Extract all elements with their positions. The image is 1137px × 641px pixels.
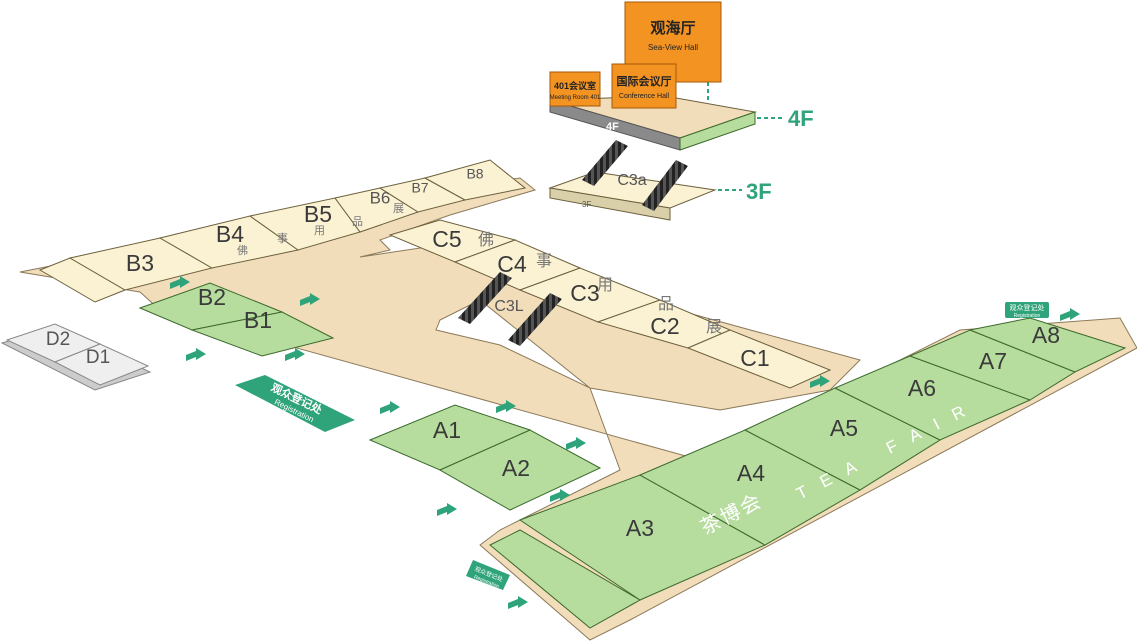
floor-3f-label: 3F [746,179,772,204]
hall-d1: D1 [86,347,110,368]
hall-c3: C3 [570,280,599,306]
hall-c2: C2 [650,313,679,339]
hall-a7: A7 [979,348,1007,374]
d-halls [0,323,152,391]
c-zone-char-2: 事 [536,252,552,270]
hall-c3a: C3a [617,172,646,189]
c-zone-char-4: 品 [658,296,674,313]
meeting-room-cn: 401会议室 [554,80,596,91]
a-hall-labels: A1 A2 A3 A4 A5 A6 A7 A8 [433,322,1060,541]
hall-b1: B1 [244,307,272,333]
floor-labels: 4F 3F 4F 3F [582,106,814,209]
a-halls [368,317,1127,629]
d-hall-labels: D1 D2 [46,329,110,368]
hall-b4: B4 [216,221,244,247]
hall-a5: A5 [830,415,858,441]
b-zone-char-3: 用 [314,225,325,237]
registration-banner-left[interactable] [235,375,355,432]
conference-hall-en: Conference Hall [619,93,670,100]
escalators [458,140,688,346]
registration-tag-right[interactable] [1005,302,1049,318]
sign-texts: 观海厅 Sea-View Hall 国际会议厅 Conference Hall … [550,19,699,101]
hall-b6: B6 [370,188,391,207]
entrance-arrows [170,276,1080,609]
b-hall-labels: B1 B2 B3 B4 B5 B6 B7 B8 [126,166,484,333]
c-zone-char-1: 佛 [478,231,494,249]
registration-right-cn: 观众登记处 [1010,303,1045,312]
hall-b5: B5 [304,201,332,227]
hall-a8: A8 [1032,322,1060,348]
hall-a2: A2 [502,455,530,481]
b-zone-char-2: 事 [277,232,288,245]
hall-a1: A1 [433,417,461,443]
meeting-room-en: Meeting Room 401 [550,95,601,101]
c-hall-labels: C1 C2 C3 C4 C5 C3a C3L [432,172,769,371]
floor-base [19,177,1137,641]
floor-4f-edge-label: 4F [606,121,619,133]
buddhist-expo-chars: 佛 事 用 品 展 佛 事 用 品 展 [237,202,722,336]
hall-b2: B2 [198,284,226,310]
hall-d2: D2 [46,329,70,350]
hall-c3l: C3L [494,298,523,315]
orange-signs [549,1,722,109]
hall-a3: A3 [626,515,654,541]
floor-3f-edge-label: 3F [582,200,591,209]
sea-view-hall-en: Sea-View Hall [648,43,698,52]
sea-view-hall-cn: 观海厅 [650,19,695,37]
c-zone-char-5: 展 [706,319,722,336]
hall-c5: C5 [432,226,461,252]
b-zone-char-1: 佛 [237,244,248,257]
b-zone-char-5: 展 [393,202,404,215]
hall-a4: A4 [737,460,765,486]
hall-b7: B7 [411,180,428,196]
hall-a6: A6 [908,375,936,401]
floor-leaders [707,82,785,191]
floor-4f-label: 4F [788,106,814,131]
c-zone-char-3: 用 [597,277,613,294]
hall-b8: B8 [466,166,483,182]
registration-right-en: Registration [1014,313,1041,319]
b-green-halls [138,282,335,357]
b-zone-char-4: 品 [352,215,363,228]
b-halls [38,159,527,303]
conference-hall-cn: 国际会议厅 [617,74,672,88]
hall-b3: B3 [126,250,154,276]
registration-tag-bottom[interactable] [466,560,510,590]
c-halls [388,219,832,389]
hall-c1: C1 [740,345,769,371]
hall-c4: C4 [497,251,527,277]
